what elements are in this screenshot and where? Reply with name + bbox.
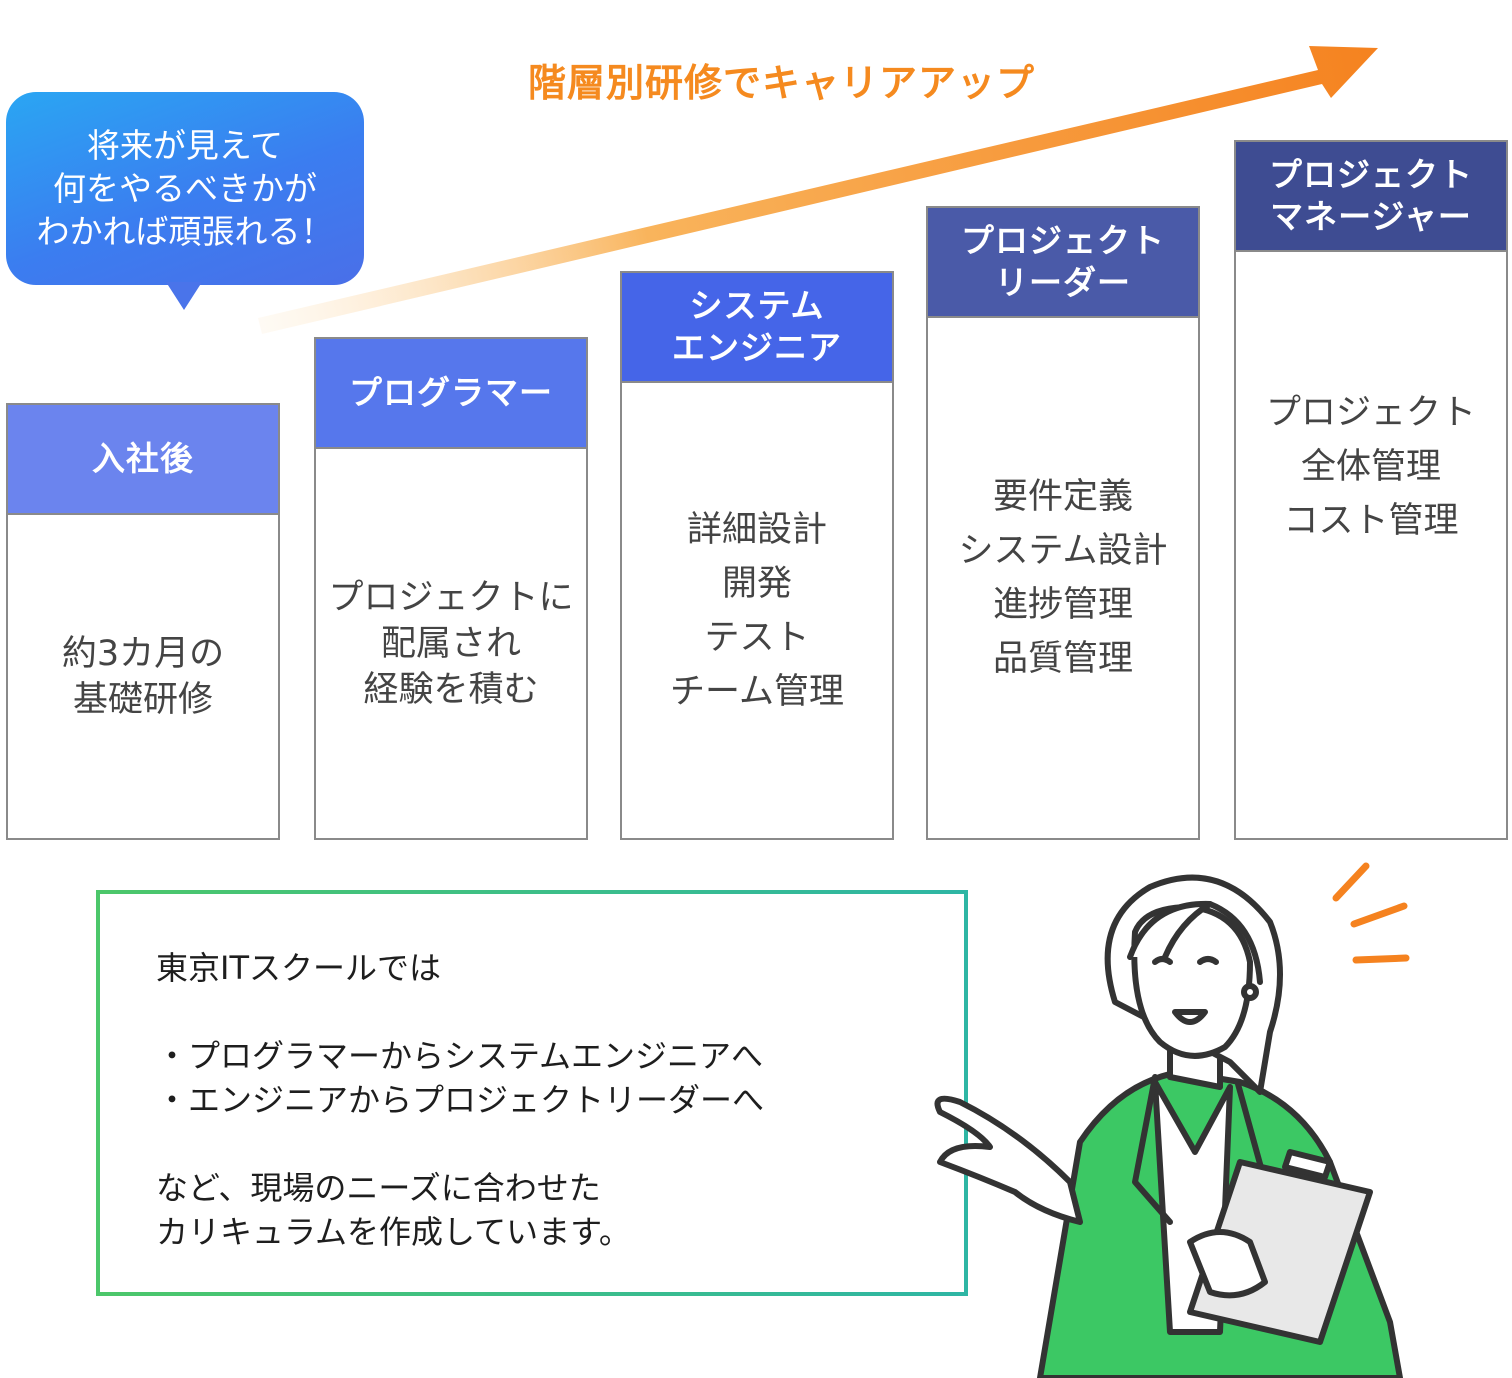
bubble-line: 何をやるべきかが bbox=[53, 169, 317, 208]
stage-column-new-hire: 入社後 約3カ月の 基礎研修 bbox=[6, 403, 280, 840]
stage-body: プロジェクト 全体管理 コスト管理 bbox=[1265, 393, 1476, 541]
stage-body: 要件定義 システム設計 進捗管理 品質管理 bbox=[958, 477, 1168, 679]
info-box: 東京ITスクールでは ・プログラマーからシステムエンジニアへ ・エンジニアからプ… bbox=[96, 890, 968, 1296]
info-intro: 東京ITスクールでは bbox=[156, 949, 441, 987]
stage-title: システム エンジニア bbox=[622, 273, 892, 383]
exclamation-burst-icon bbox=[1332, 862, 1410, 964]
presenter-woman-icon bbox=[934, 874, 1403, 1378]
stage-column-project-manager: プロジェクト マネージャー プロジェクト 全体管理 コスト管理 bbox=[1234, 140, 1508, 840]
stage-column-programmer: プログラマー プロジェクトに 配属され 経験を積む bbox=[314, 337, 588, 840]
stage-column-project-leader: プロジェクト リーダー 要件定義 システム設計 進捗管理 品質管理 bbox=[926, 206, 1200, 840]
info-bullet: ・エンジニアからプロジェクトリーダーへ bbox=[156, 1081, 765, 1119]
stage-title: 入社後 bbox=[8, 405, 278, 515]
stage-body: プロジェクトに 配属され 経験を積む bbox=[328, 577, 574, 710]
career-arrow bbox=[258, 46, 1378, 334]
speech-bubble: 将来が見えて 何をやるべきかが わかれば頑張れる！ bbox=[6, 92, 364, 285]
arrow-title: 階層別研修でキャリアアップ bbox=[528, 61, 1036, 105]
info-bullet: ・プログラマーからシステムエンジニアへ bbox=[156, 1037, 764, 1075]
arrow-shape bbox=[258, 46, 1378, 334]
info-closing: など、現場のニーズに合わせた bbox=[156, 1169, 601, 1207]
stage-title: プロジェクト マネージャー bbox=[1236, 142, 1506, 252]
stage-body: 約3カ月の 基礎研修 bbox=[61, 633, 225, 720]
bubble-line: 将来が見えて bbox=[86, 126, 284, 165]
stage-column-system-engineer: システム エンジニア 詳細設計 開発 テスト チーム管理 bbox=[620, 271, 894, 840]
bubble-tail bbox=[166, 282, 202, 310]
bubble-line: わかれば頑張れる！ bbox=[36, 212, 334, 251]
stage-title: プログラマー bbox=[316, 339, 586, 449]
stage-body: 詳細設計 開発 テスト チーム管理 bbox=[670, 509, 844, 712]
info-closing: カリキュラムを作成しています。 bbox=[156, 1213, 631, 1251]
stage-title: プロジェクト リーダー bbox=[928, 208, 1198, 318]
